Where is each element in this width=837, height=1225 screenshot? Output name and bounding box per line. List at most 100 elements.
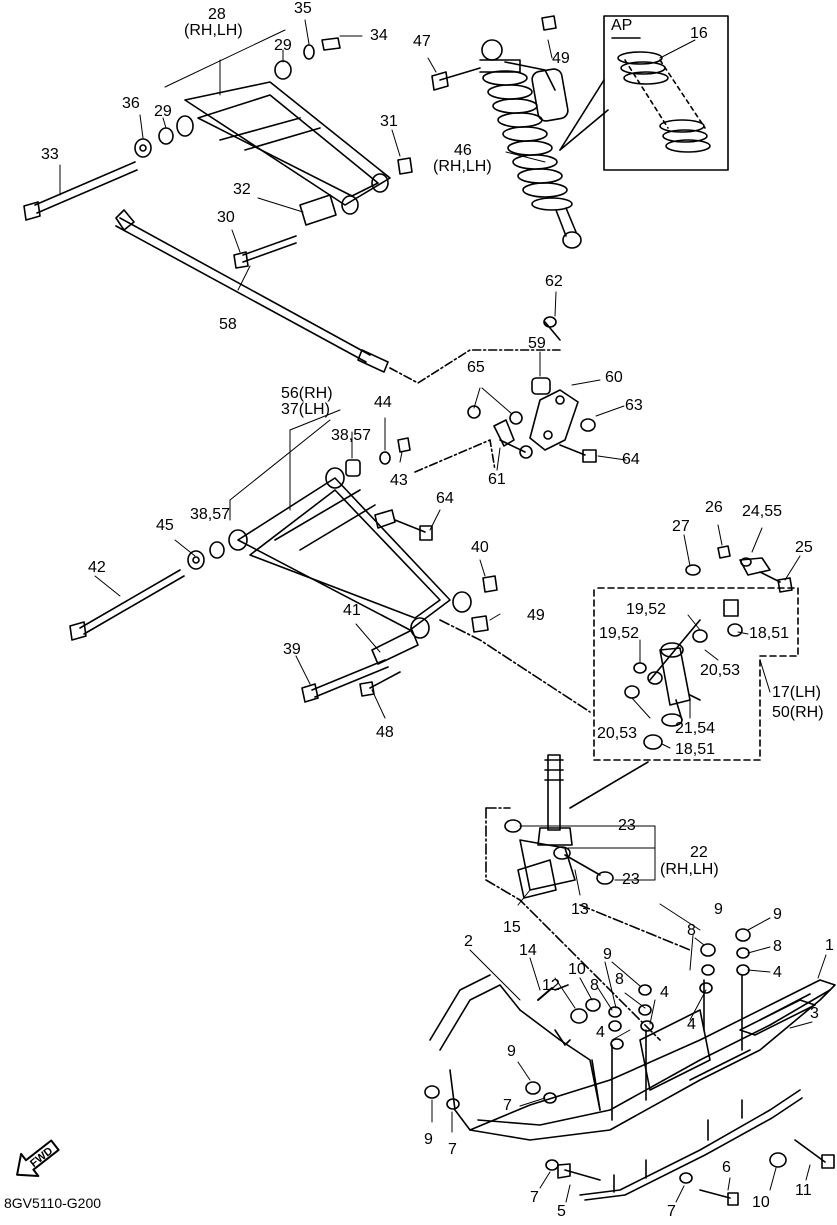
callout: 33 bbox=[41, 146, 59, 163]
callout: 14 bbox=[519, 942, 537, 959]
ap-label: AP bbox=[611, 17, 633, 34]
callout: 23 bbox=[622, 871, 640, 888]
callout: 50(RH) bbox=[772, 704, 824, 721]
callout: 65 bbox=[467, 359, 485, 376]
callout: 9 bbox=[714, 901, 723, 918]
callout: 38,57 bbox=[190, 506, 231, 523]
callout: 63 bbox=[625, 397, 643, 414]
callout: 9 bbox=[424, 1131, 433, 1148]
ski-hardware bbox=[424, 928, 835, 1206]
callout: 11 bbox=[795, 1182, 812, 1199]
callout: 60 bbox=[605, 369, 623, 386]
callout: 39 bbox=[283, 641, 301, 658]
callout: 24,55 bbox=[742, 503, 783, 520]
callout: (RH,LH) bbox=[184, 22, 243, 39]
upper-arm-hardware bbox=[23, 37, 413, 269]
callout: 40 bbox=[471, 539, 489, 556]
callout: 61 bbox=[488, 471, 506, 488]
callout: 49 bbox=[552, 50, 570, 67]
callout: 36 bbox=[122, 95, 140, 112]
callout: 18,51 bbox=[675, 741, 716, 758]
callout: 62 bbox=[545, 273, 563, 290]
spindle bbox=[504, 754, 614, 899]
callout: 10 bbox=[568, 961, 586, 978]
callout: 23 bbox=[618, 817, 636, 834]
callout: 5 bbox=[557, 1203, 566, 1220]
callout: 64 bbox=[622, 451, 640, 468]
callout: 32 bbox=[233, 181, 251, 198]
callout: 4 bbox=[687, 1016, 696, 1033]
callout: 48 bbox=[376, 724, 394, 741]
callout: 9 bbox=[773, 906, 782, 923]
shock-absorber bbox=[431, 15, 582, 249]
callout: 46 bbox=[454, 142, 472, 159]
callout: 31 bbox=[380, 113, 398, 130]
callout: 34 bbox=[370, 27, 388, 44]
callout: 4 bbox=[773, 964, 782, 981]
leader-lines bbox=[59, 19, 827, 1203]
callout: (RH,LH) bbox=[660, 861, 719, 878]
stabilizer-bracket bbox=[467, 316, 597, 463]
callout: 28 bbox=[208, 6, 226, 23]
upper-control-arm bbox=[176, 60, 391, 215]
callout: 58 bbox=[219, 316, 237, 333]
callout: 37(LH) bbox=[281, 401, 330, 418]
callout: 8 bbox=[687, 922, 696, 939]
callout: 38,57 bbox=[331, 427, 372, 444]
callout: 29 bbox=[274, 37, 292, 54]
callout: 56(RH) bbox=[281, 385, 333, 402]
callout: 7 bbox=[667, 1203, 676, 1220]
callout: 42 bbox=[88, 559, 106, 576]
callout: 59 bbox=[528, 335, 546, 352]
callout: 44 bbox=[374, 394, 392, 411]
lower-control-arm bbox=[228, 467, 472, 639]
callout: 19,52 bbox=[599, 625, 640, 642]
callout: 4 bbox=[596, 1024, 605, 1041]
callout: 12 bbox=[542, 977, 560, 994]
callout: (RH,LH) bbox=[433, 158, 492, 175]
lower-arm-hardware bbox=[69, 437, 498, 703]
forward-arrow-icon: FWD bbox=[16, 1139, 60, 1177]
callout: 4 bbox=[660, 984, 669, 1001]
callout: 18,51 bbox=[749, 625, 790, 642]
ap-spring-box bbox=[559, 15, 729, 171]
callout: 64 bbox=[436, 490, 454, 507]
callout: 49 bbox=[527, 607, 545, 624]
callout: 7 bbox=[503, 1097, 512, 1114]
callout: 21,54 bbox=[675, 720, 716, 737]
drawing-code: 8GV5110-G200 bbox=[4, 1195, 102, 1211]
callout: 20,53 bbox=[597, 725, 638, 742]
callout: 2 bbox=[464, 933, 473, 950]
callout: 7 bbox=[448, 1141, 457, 1158]
callout: 8 bbox=[773, 938, 782, 955]
callout: 17(LH) bbox=[772, 684, 821, 701]
callout: 29 bbox=[154, 103, 172, 120]
ski-assembly bbox=[429, 974, 836, 1201]
callout: 1 bbox=[825, 937, 834, 954]
callout: 20,53 bbox=[700, 662, 741, 679]
callout: 19,52 bbox=[626, 601, 667, 618]
stabilizer-shaft bbox=[115, 209, 389, 373]
callout: 22 bbox=[690, 844, 708, 861]
callout: 47 bbox=[413, 33, 431, 50]
callout: 41 bbox=[343, 602, 361, 619]
shock-spring bbox=[482, 70, 573, 211]
callout: 15 bbox=[503, 919, 521, 936]
callout: 43 bbox=[390, 472, 408, 489]
callout: 25 bbox=[795, 539, 813, 556]
callout: 30 bbox=[217, 209, 235, 226]
callout: 27 bbox=[672, 518, 690, 535]
callout: 3 bbox=[810, 1005, 819, 1022]
callout: 13 bbox=[571, 901, 589, 918]
callout: 7 bbox=[530, 1189, 539, 1206]
callout: 16 bbox=[690, 25, 708, 42]
callout: 6 bbox=[722, 1159, 731, 1176]
callout: 35 bbox=[294, 0, 312, 17]
callout: 9 bbox=[603, 946, 612, 963]
callout: 8 bbox=[615, 971, 624, 988]
callout: 8 bbox=[590, 977, 599, 994]
callout: 26 bbox=[705, 499, 723, 516]
callout: 10 bbox=[752, 1194, 770, 1211]
